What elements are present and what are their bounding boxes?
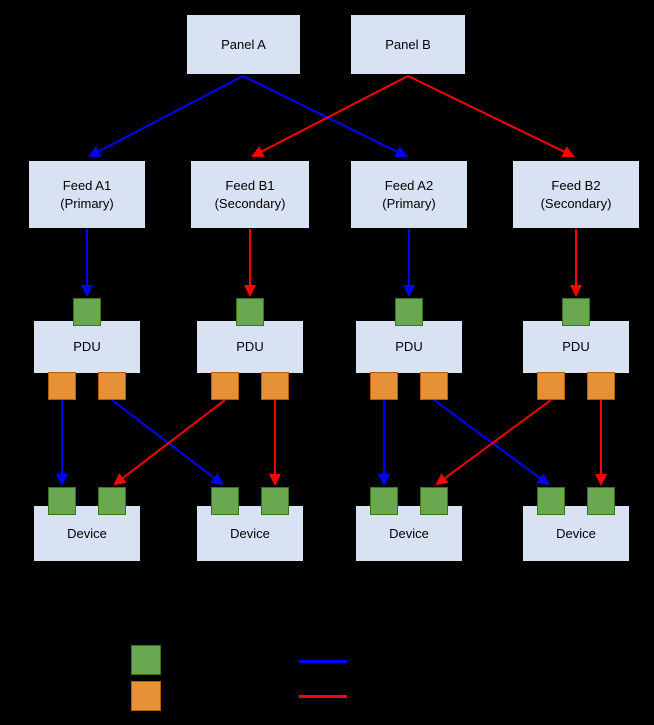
pdu-3-input-port-icon [395,298,423,326]
pdu-2-output-port-left-icon [211,372,239,400]
panel-b-label: Panel B [385,36,431,52]
legend-green-input-port-swatch-icon [131,645,161,675]
feed-b2-node: Feed B2 (Secondary) [512,160,640,229]
arrow-pdu-3-right-to-device-4-left [433,399,550,486]
device-3-input-port-left-icon [370,487,398,515]
pdu-2-label: PDU [236,339,264,355]
panel-a-node: Panel A [186,14,301,75]
device-1-input-port-left-icon [48,487,76,515]
device-4-input-port-right-icon [587,487,615,515]
device-4-input-port-left-icon [537,487,565,515]
pdu-4-input-port-icon [562,298,590,326]
pdu-3-label: PDU [395,339,423,355]
pdu-1-output-port-left-icon [48,372,76,400]
pdu-4-label: PDU [562,339,590,355]
feed-a2-label-line2: (Primary) [382,195,436,211]
feed-b1-label-line1: Feed B1 [225,177,275,193]
panel-b-node: Panel B [350,14,466,75]
pdu-4-node: PDU [522,320,630,374]
feed-a1-label-line2: (Primary) [60,195,114,211]
device-2-label: Device [230,525,270,541]
pdu-3-node: PDU [355,320,463,374]
feed-a1-node: Feed A1 (Primary) [28,160,146,229]
arrow-panel-a-to-feed-a2 [242,75,408,157]
pdu-3-output-port-left-icon [370,372,398,400]
arrow-panel-b-to-feed-b1 [251,75,409,157]
arrow-pdu-2-left-to-device-1-right [113,399,226,486]
pdu-2-input-port-icon [236,298,264,326]
device-2-input-port-right-icon [261,487,289,515]
legend-red-secondary-path-line-icon [299,695,347,698]
device-1-input-port-right-icon [98,487,126,515]
device-3-input-port-right-icon [420,487,448,515]
arrow-panel-b-to-feed-b2 [407,75,575,158]
feed-b2-label-line2: (Secondary) [540,195,612,211]
feed-b2-label-line1: Feed B2 [551,177,601,193]
feed-a2-label-line1: Feed A2 [384,177,434,193]
device-3-label: Device [389,525,429,541]
panel-a-label: Panel A [221,36,266,52]
legend-orange-output-port-swatch-icon [131,681,161,711]
feed-b1-label-line2: (Secondary) [214,195,286,211]
pdu-1-node: PDU [33,320,141,374]
legend-blue-primary-path-line-icon [299,660,347,663]
arrow-pdu-1-right-to-device-2-left [111,399,224,486]
pdu-2-output-port-right-icon [261,372,289,400]
arrow-panel-a-to-feed-a1 [88,75,244,157]
feed-a1-label-line1: Feed A1 [62,177,112,193]
pdu-4-output-port-left-icon [537,372,565,400]
arrow-pdu-4-left-to-device-3-right [435,399,552,486]
pdu-3-output-port-right-icon [420,372,448,400]
device-4-label: Device [556,525,596,541]
device-1-label: Device [67,525,107,541]
pdu-4-output-port-right-icon [587,372,615,400]
device-2-input-port-left-icon [211,487,239,515]
pdu-1-label: PDU [73,339,101,355]
pdu-1-output-port-right-icon [98,372,126,400]
pdu-2-node: PDU [196,320,304,374]
feed-a2-node: Feed A2 (Primary) [350,160,468,229]
feed-b1-node: Feed B1 (Secondary) [190,160,310,229]
pdu-1-input-port-icon [73,298,101,326]
